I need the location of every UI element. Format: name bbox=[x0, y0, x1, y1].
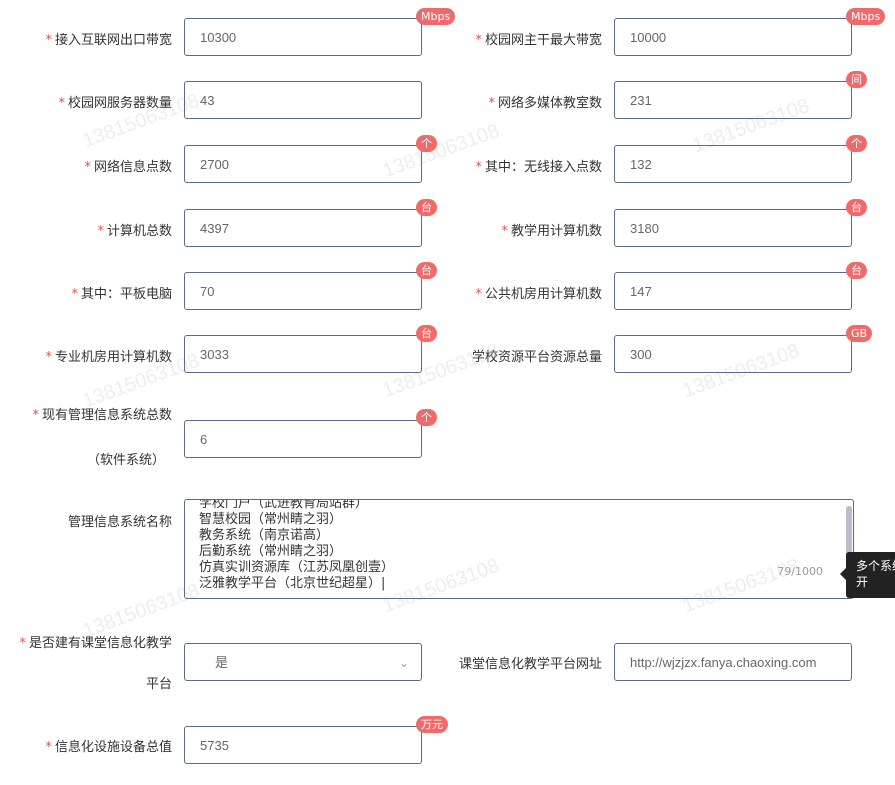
field-input[interactable]: 3033 bbox=[184, 335, 422, 373]
unit-badge: 台 bbox=[416, 325, 437, 342]
field-label: *其中：平板电脑 bbox=[71, 287, 172, 302]
equipment-label: *信息化设施设备总值 bbox=[45, 740, 172, 755]
field-label: *校园网服务器数量 bbox=[58, 96, 172, 111]
platform-label: *是否建有课堂信息化教学 bbox=[19, 636, 172, 651]
chevron-down-icon: ⌄ bbox=[398, 656, 409, 670]
textarea-content: 学校门户（武进教育局站群） 智慧校园（常州睛之羽） 教务系统（南京诺高） 后勤系… bbox=[199, 499, 395, 591]
unit-badge: 台 bbox=[846, 199, 867, 216]
scrollbar[interactable] bbox=[846, 506, 852, 566]
unit-badge: GB bbox=[846, 325, 873, 342]
field-input[interactable]: 300 bbox=[614, 335, 852, 373]
field-input[interactable]: 231 bbox=[614, 81, 852, 119]
field-input[interactable]: 4397 bbox=[184, 209, 422, 247]
field-input[interactable]: 43 bbox=[184, 81, 422, 119]
unit-badge: 台 bbox=[846, 262, 867, 279]
unit-badge: 个 bbox=[416, 409, 437, 426]
platform-select[interactable]: 是⌄ bbox=[184, 643, 422, 681]
field-label: *其中：无线接入点数 bbox=[475, 160, 602, 175]
platform-label-2: 平台 bbox=[145, 677, 172, 692]
unit-badge: 台 bbox=[416, 199, 437, 216]
field-label: *校园网主干最大带宽 bbox=[475, 33, 602, 48]
field-label: *教学用计算机数 bbox=[501, 224, 602, 239]
field-label: *专业机房用计算机数 bbox=[45, 350, 172, 365]
field-input[interactable]: 10000 bbox=[614, 18, 852, 56]
field-input[interactable]: 10300 bbox=[184, 18, 422, 56]
mis-count-input[interactable]: 6 bbox=[184, 420, 422, 458]
unit-badge: 个 bbox=[846, 135, 867, 152]
equipment-input[interactable]: 5735 bbox=[184, 726, 422, 764]
mis-count-label: *现有管理信息系统总数 bbox=[32, 408, 172, 423]
platform-url-label: 课堂信息化教学平台网址 bbox=[458, 657, 602, 672]
field-input[interactable]: 2700 bbox=[184, 145, 422, 183]
unit-badge: Mbps bbox=[416, 8, 456, 25]
tooltip: 多个系统 开 bbox=[840, 552, 895, 598]
field-input[interactable]: 147 bbox=[614, 272, 852, 310]
char-counter: 79/1000 bbox=[777, 565, 823, 578]
field-input[interactable]: 70 bbox=[184, 272, 422, 310]
platform-url-input[interactable]: http://wjzjzx.fanya.chaoxing.com bbox=[614, 643, 852, 681]
unit-badge: Mbps bbox=[846, 8, 886, 25]
mis-names-label: 管理信息系统名称 bbox=[67, 515, 172, 530]
field-input[interactable]: 132 bbox=[614, 145, 852, 183]
field-label: 学校资源平台资源总量 bbox=[471, 350, 602, 365]
field-label: *网络多媒体教室数 bbox=[488, 96, 602, 111]
field-label: *公共机房用计算机数 bbox=[475, 287, 602, 302]
unit-badge: 万元 bbox=[416, 716, 448, 733]
field-label: *计算机总数 bbox=[97, 224, 172, 239]
field-label: *网络信息点数 bbox=[84, 160, 172, 175]
unit-badge: 台 bbox=[416, 262, 437, 279]
unit-badge: 个 bbox=[416, 135, 437, 152]
field-label: *接入互联网出口带宽 bbox=[45, 33, 172, 48]
field-input[interactable]: 3180 bbox=[614, 209, 852, 247]
unit-badge: 间 bbox=[846, 71, 867, 88]
mis-count-label-2: （软件系统） bbox=[86, 453, 165, 468]
mis-names-textarea[interactable]: 学校门户（武进教育局站群） 智慧校园（常州睛之羽） 教务系统（南京诺高） 后勤系… bbox=[184, 499, 854, 599]
